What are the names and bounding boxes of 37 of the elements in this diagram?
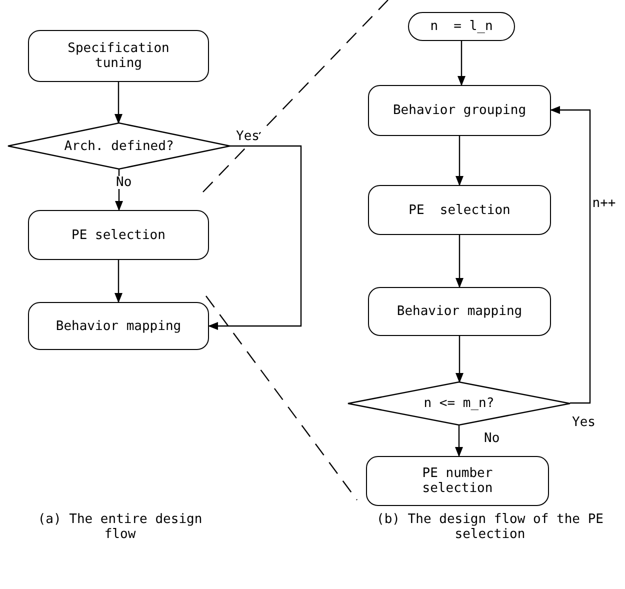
start-terminal (408, 12, 515, 41)
edge-label: Yes (572, 416, 596, 429)
node-text: Specification tuning (66, 41, 170, 71)
arrow (115, 169, 123, 211)
node-text: n = l_n (430, 19, 493, 34)
arrow (456, 235, 464, 288)
arrow (550, 106, 591, 404)
process-box (368, 85, 551, 136)
node-text: Behavior grouping (392, 103, 526, 118)
figure-caption: (b) The design flow of the PE selection (376, 512, 604, 542)
process-box (368, 185, 551, 235)
edge-label: No (484, 432, 500, 445)
process-box (28, 302, 209, 350)
arrow (456, 336, 464, 383)
arrow (455, 425, 463, 457)
decision-diamond (8, 123, 230, 169)
arrow (114, 82, 122, 124)
arrow (208, 145, 302, 330)
process-box (368, 287, 551, 336)
node-text: PE number selection (421, 466, 494, 496)
decision-diamond (348, 382, 570, 425)
arrow (456, 136, 464, 186)
node-text: Arch. defined? (64, 138, 174, 154)
node-text: PE selection (72, 228, 166, 242)
loop-label: n++ (591, 196, 617, 211)
figure-caption: (a) The entire design flow (36, 512, 204, 542)
node-text: n <= m_n? (424, 396, 494, 411)
process-box (366, 456, 549, 506)
node-text: PE selection (408, 202, 510, 218)
process-box (28, 30, 209, 82)
arrow (458, 41, 466, 86)
node-text: Behavior mapping (56, 318, 182, 334)
edge-label: Yes (236, 130, 260, 143)
arrow (114, 260, 122, 303)
node-text: Behavior mapping (396, 304, 522, 319)
process-box (28, 210, 209, 260)
edge-label: No (116, 176, 132, 189)
